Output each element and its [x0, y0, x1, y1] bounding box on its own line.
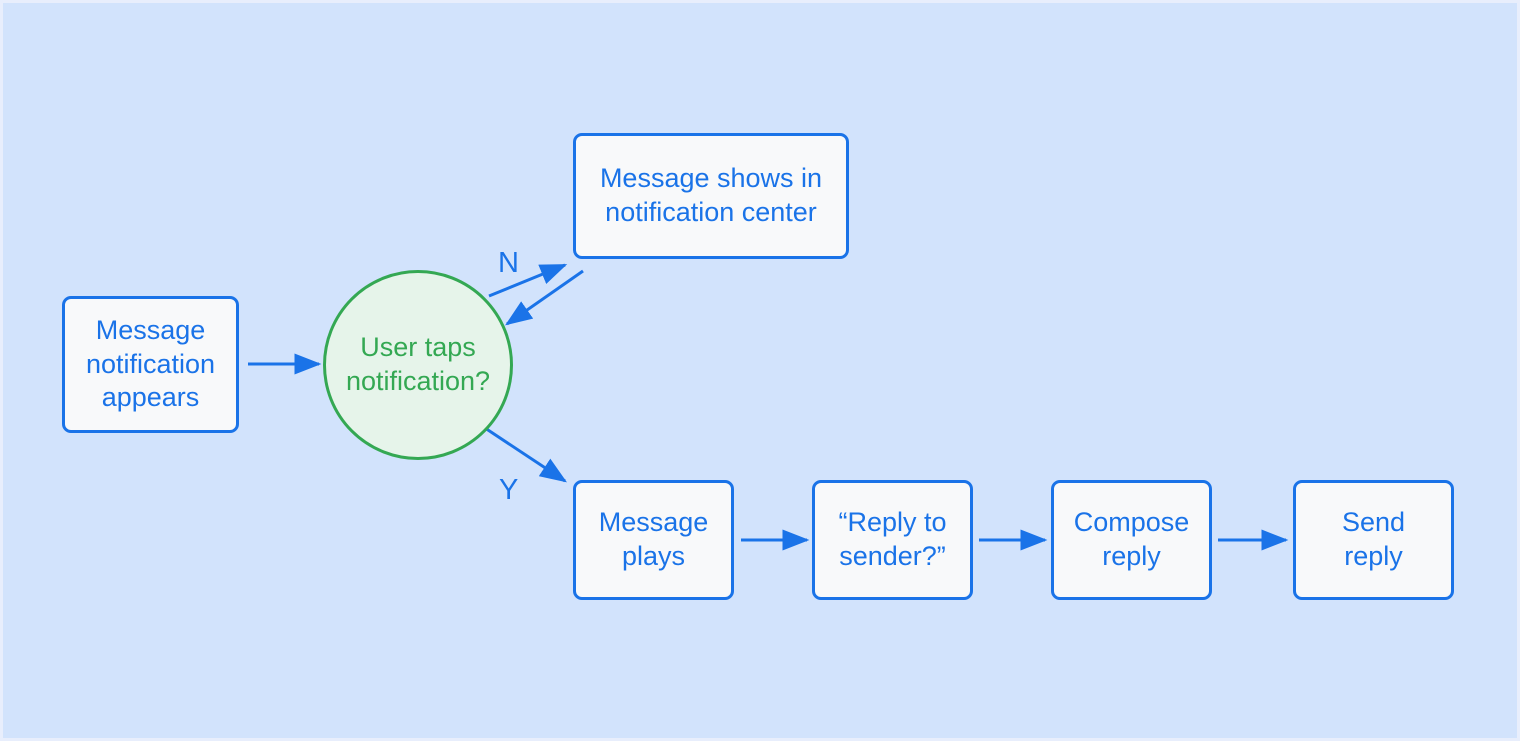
node-label: Send reply — [1341, 507, 1406, 571]
node-message-shows-in-notification-center[interactable]: Message shows in notification center — [573, 133, 849, 259]
node-message-notification-appears[interactable]: Message notification appears — [62, 296, 239, 433]
node-label: “Reply to sender?” — [838, 507, 947, 571]
node-user-taps-notification-decision[interactable]: User taps notification? — [323, 270, 513, 460]
node-compose-reply[interactable]: Compose reply — [1051, 480, 1212, 600]
edge-label-yes: Y — [499, 474, 519, 506]
node-label: Message shows in notification center — [599, 163, 823, 227]
edge-label-no: N — [498, 247, 519, 279]
node-send-reply[interactable]: Send reply — [1293, 480, 1454, 600]
node-label: Message notification appears — [85, 314, 216, 413]
node-label: Compose reply — [1073, 507, 1190, 571]
node-label: User taps notification? — [345, 332, 491, 396]
edge-decision-to-message-plays — [484, 426, 568, 483]
node-message-plays[interactable]: Message plays — [573, 480, 734, 600]
node-label: Message plays — [598, 507, 709, 571]
node-reply-to-sender-prompt[interactable]: “Reply to sender?” — [812, 480, 973, 600]
